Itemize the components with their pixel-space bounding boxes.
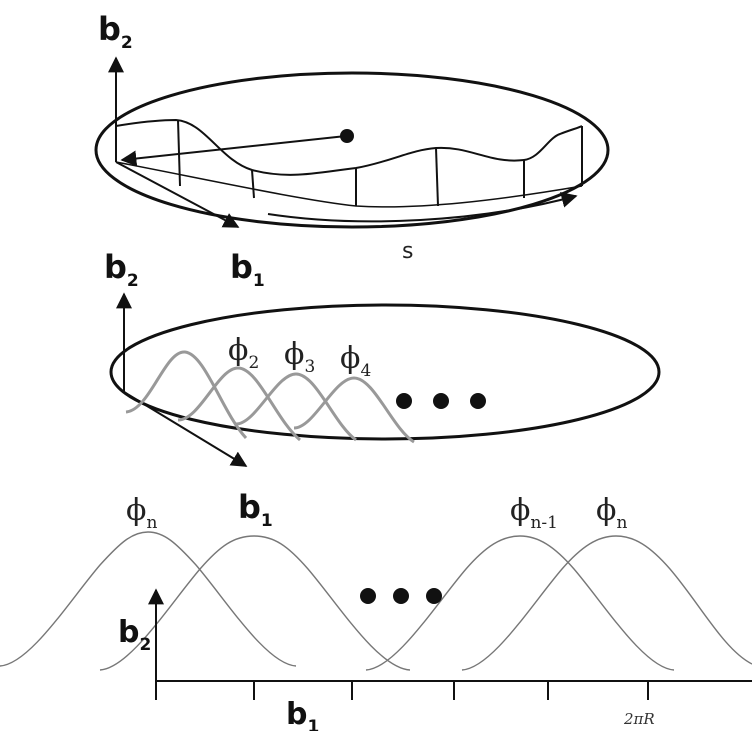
gauss-phi-n-1 (365, 535, 675, 671)
middle-phi2-label: ϕ2 (228, 333, 259, 373)
bottom-phi-n-right-label: ϕn (596, 493, 627, 533)
top-wave-curve (115, 118, 583, 176)
top-center-dot (340, 129, 354, 143)
top-b1-label: b1 (230, 248, 265, 291)
bump-phi4 (293, 376, 415, 444)
top-torus-ellipse (94, 71, 610, 229)
gauss-b1 (99, 535, 411, 671)
middle-bumps (125, 350, 415, 444)
top-panel: b2 b1 s (94, 10, 610, 291)
top-center-pointer (120, 135, 347, 167)
bottom-b1-axis-label: b1 (286, 697, 319, 731)
bottom-phi-n-1-label: ϕn-1 (510, 493, 558, 533)
bump-phi3 (235, 372, 357, 442)
middle-phi4-label: ϕ4 (340, 341, 371, 381)
middle-ellipsis-dots (396, 393, 486, 409)
top-b1-axis (115, 161, 240, 228)
bottom-ticks (155, 681, 649, 700)
top-arc-arrow (267, 192, 578, 223)
bump-phi1 (125, 350, 248, 440)
middle-torus-ellipse (109, 303, 661, 441)
bottom-b1-label: b1 (238, 488, 273, 531)
bottom-period-label: 2πR (623, 710, 655, 728)
middle-b1-axis (123, 391, 248, 467)
middle-panel: ϕ2 ϕ3 ϕ4 b2 (104, 248, 661, 467)
middle-b2-label: b2 (104, 248, 139, 291)
middle-phi3-label: ϕ3 (284, 337, 315, 377)
gauss-phi-n-left (0, 531, 297, 667)
gauss-phi-n-right (461, 535, 752, 671)
top-arc-label: s (402, 239, 413, 264)
bottom-b2-label: b2 (118, 615, 151, 655)
top-b2-label: b2 (98, 10, 133, 53)
bottom-gaussians (0, 531, 752, 671)
bump-phi2 (177, 366, 301, 442)
bottom-phi-n-left-label: ϕn (126, 493, 157, 533)
top-ribs (115, 119, 583, 207)
bottom-ellipsis-dots (360, 588, 442, 604)
bottom-panel: ϕn b1 ϕn-1 ϕn b2 b1 2πR (0, 488, 752, 731)
